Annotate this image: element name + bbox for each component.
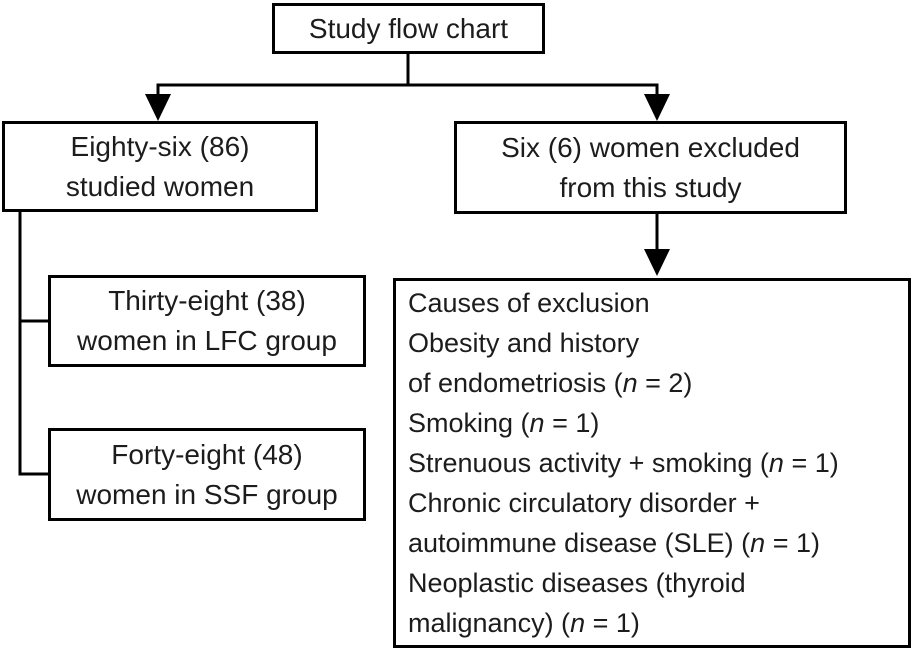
node-lfc-group: Thirty-eight (38) women in LFC group (48, 275, 366, 367)
node-excluded-women: Six (6) women excluded from this study (454, 121, 847, 214)
exclusion-line: Neoplastic diseases (thyroid (408, 568, 746, 598)
exclusion-line: Obesity and history (408, 328, 640, 358)
arrowhead-to-studied (145, 94, 171, 121)
exclusion-line: Strenuous activity + smoking (n = 1) (408, 448, 839, 478)
node-ssf-line-1: Forty-eight (48) (111, 438, 303, 470)
exclusion-line: Smoking (n = 1) (408, 408, 600, 438)
exclusion-line: Causes of exclusion (408, 288, 650, 318)
node-title-label: Study flow chart (308, 12, 509, 44)
node-studied-line-1: Eighty-six (86) (70, 130, 250, 162)
node-lfc-line-1: Thirty-eight (38) (108, 285, 306, 316)
node-ssf-group: Forty-eight (48) women in SSF group (48, 428, 366, 521)
node-studied-line-2: studied women (65, 170, 255, 202)
node-excluded-line-2: from this study (559, 171, 742, 203)
node-excluded-line-1: Six (6) women excluded (501, 131, 800, 163)
arrowhead-to-exclusion-causes (644, 249, 670, 276)
node-title: Study flow chart (272, 3, 545, 54)
exclusion-line: of endometriosis (n = 2) (408, 368, 693, 398)
node-studied-women: Eighty-six (86) studied women (2, 121, 318, 212)
exclusion-line: malignancy) (n = 1) (408, 608, 640, 638)
node-ssf-line-2: women in SSF group (76, 478, 338, 510)
exclusion-line: Chronic circulatory disorder + (408, 488, 760, 518)
node-lfc-line-2: women in LFC group (77, 325, 337, 356)
exclusion-line: autoimmune disease (SLE) (n = 1) (408, 528, 820, 558)
arrowhead-to-excluded (644, 94, 670, 121)
